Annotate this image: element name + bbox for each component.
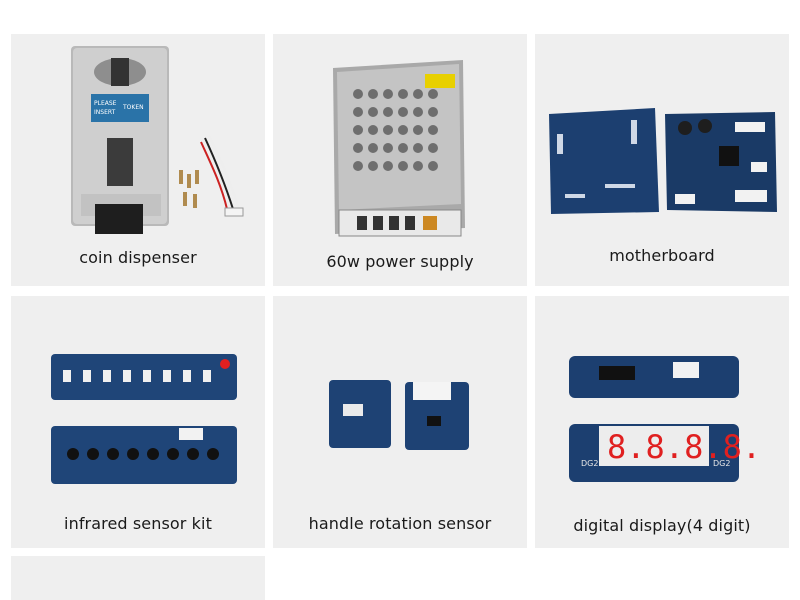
tile-coin-dispenser: PLEASE INSERT TOKEN coin dispenser [11, 34, 265, 286]
tile-infrared-sensor-kit: infrared sensor kit [11, 296, 265, 548]
display-pad-right-label: DG2 [713, 459, 730, 468]
caption-infrared-sensor-kit: infrared sensor kit [64, 514, 212, 533]
caption-motherboard: motherboard [609, 246, 715, 265]
caption-handle-rotation-sensor: handle rotation sensor [308, 514, 492, 533]
insert-token-label-line2: INSERT [94, 109, 116, 116]
power-supply-image [333, 60, 465, 237]
infrared-sensor-image [51, 354, 237, 484]
insert-token-label-line1: PLEASE [94, 100, 117, 107]
tile-handle-rotation-sensor: handle rotation sensor [273, 296, 527, 548]
motherboard-image [549, 108, 777, 214]
tile-power-supply: 60w power supply [273, 34, 527, 286]
digital-display-image: DG2 DG2 8.8.8.8. [569, 356, 761, 482]
caption-power-supply: 60w power supply [326, 252, 474, 271]
coin-dispenser-image: PLEASE INSERT TOKEN [71, 46, 244, 234]
display-pad-left-label: DG2 [581, 459, 598, 468]
display-digits: 8.8.8.8. [607, 428, 761, 466]
handle-rotation-sensor-image [329, 380, 469, 450]
tile-digital-display: DG2 DG2 8.8.8.8. digital display(4 digit… [535, 296, 789, 548]
tile-motherboard: motherboard [535, 34, 789, 286]
caption-coin-dispenser: coin dispenser [79, 248, 197, 267]
caption-digital-display: digital display(4 digit) [573, 516, 751, 535]
insert-token-label-line3: TOKEN [122, 104, 144, 111]
tile-partial-bottom [11, 556, 265, 600]
